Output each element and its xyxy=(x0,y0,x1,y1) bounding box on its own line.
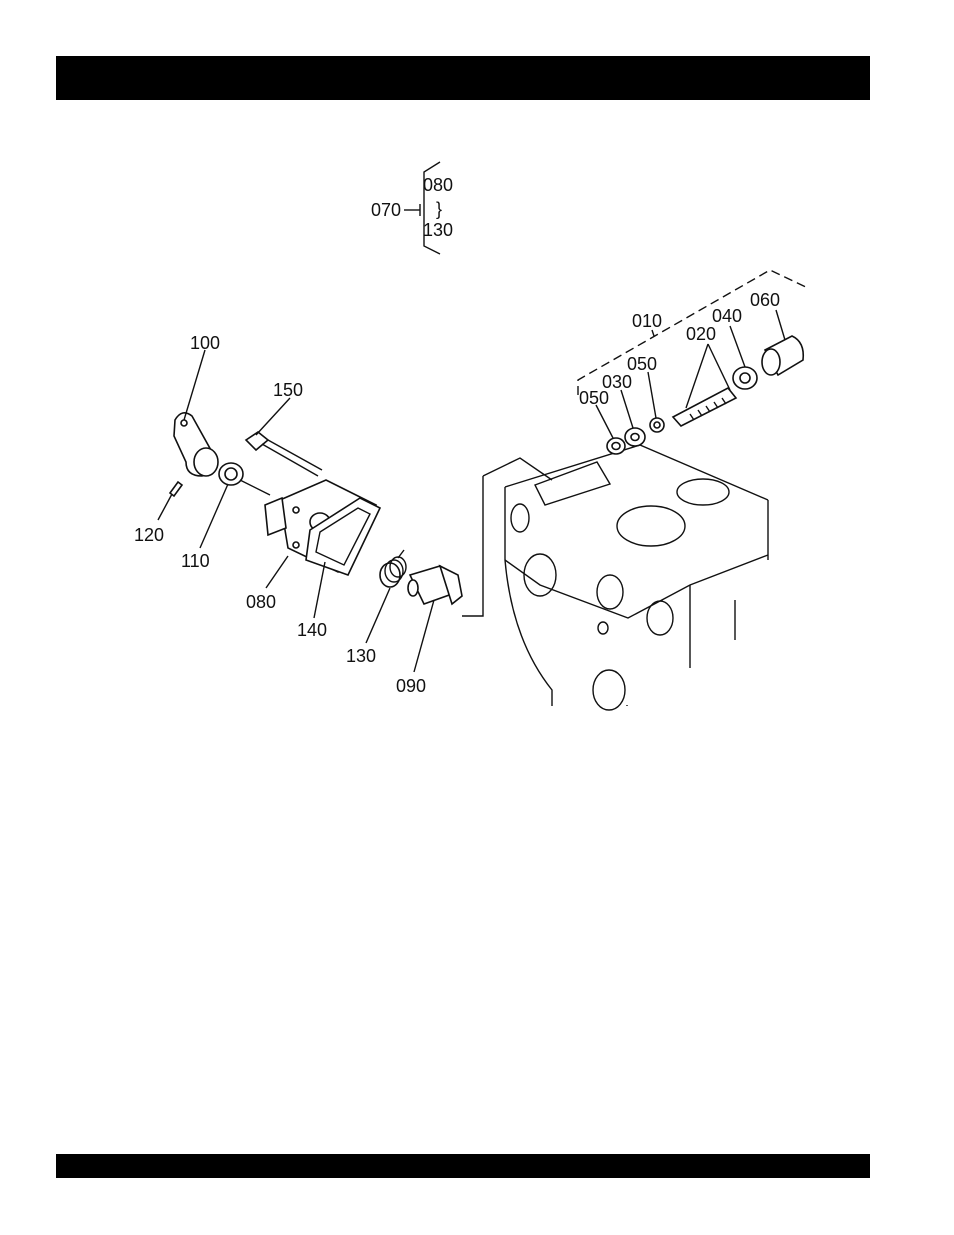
parts-left-group xyxy=(170,413,462,604)
callout-110: 110 xyxy=(181,551,210,571)
callout-130: 130 xyxy=(346,646,376,666)
callout-040: 040 xyxy=(712,306,742,326)
callout-050-a: 050 xyxy=(579,388,609,408)
callout-060: 060 xyxy=(750,290,780,310)
callout-020: 020 xyxy=(686,324,716,344)
key-range-symbol: } xyxy=(436,199,442,219)
engine-block xyxy=(462,445,768,710)
callout-labels: 100 150 120 110 080 140 130 090 010 020 … xyxy=(134,290,780,696)
callout-120: 120 xyxy=(134,525,164,545)
spring-130 xyxy=(380,550,406,587)
key-range-end-label: 130 xyxy=(423,220,453,240)
callout-150: 150 xyxy=(273,380,303,400)
callout-010: 010 xyxy=(632,311,662,331)
callout-140: 140 xyxy=(297,620,327,640)
adjust-screw-020 xyxy=(673,388,736,426)
leader-lines xyxy=(158,310,785,672)
callout-100: 100 xyxy=(190,333,220,353)
key-parent-label: 070 xyxy=(371,200,401,220)
callout-090: 090 xyxy=(396,676,426,696)
key-range-start-label: 080 xyxy=(423,175,453,195)
callout-080: 080 xyxy=(246,592,276,612)
callout-050-b: 050 xyxy=(627,354,657,374)
assembly-key: 070 080 } 130 xyxy=(371,162,453,254)
